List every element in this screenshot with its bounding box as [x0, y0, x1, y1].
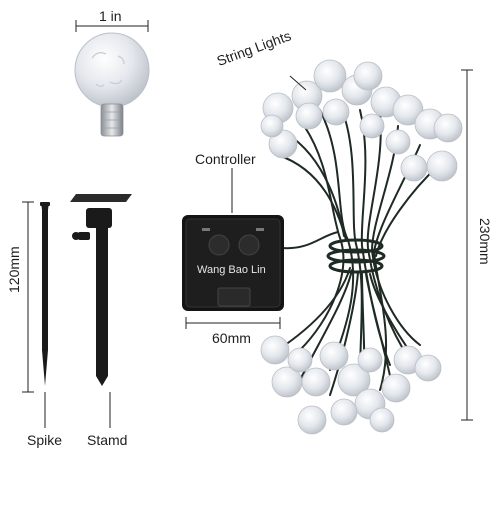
string-lights-leader-line	[289, 75, 307, 91]
controller-width-dimension	[185, 317, 281, 329]
bulb-width-label: 1 in	[99, 8, 122, 24]
controller-label: Controller	[195, 151, 256, 167]
stand-label: Stamd	[87, 432, 128, 448]
ground-spike	[40, 202, 50, 386]
controller-button-left	[208, 234, 230, 256]
total-length-label: 230mm	[477, 218, 493, 265]
controller-button-right	[238, 234, 260, 256]
controller-width-label: 60mm	[212, 330, 251, 346]
controller-box	[182, 215, 284, 311]
single-bulb	[74, 32, 150, 137]
panel-stand	[70, 194, 132, 386]
bulb-width-dimension	[75, 20, 149, 32]
upper-bulb-cluster	[260, 59, 463, 182]
total-length-dimension	[461, 69, 473, 421]
wire-wrap	[326, 238, 386, 274]
controller-brand-text: Wang Bao Lin	[197, 264, 266, 276]
spike-length-dimension	[22, 201, 34, 393]
spike-length-label: 120mm	[6, 246, 22, 293]
lower-bulb-cluster	[260, 335, 442, 435]
spike-label: Spike	[27, 432, 63, 448]
